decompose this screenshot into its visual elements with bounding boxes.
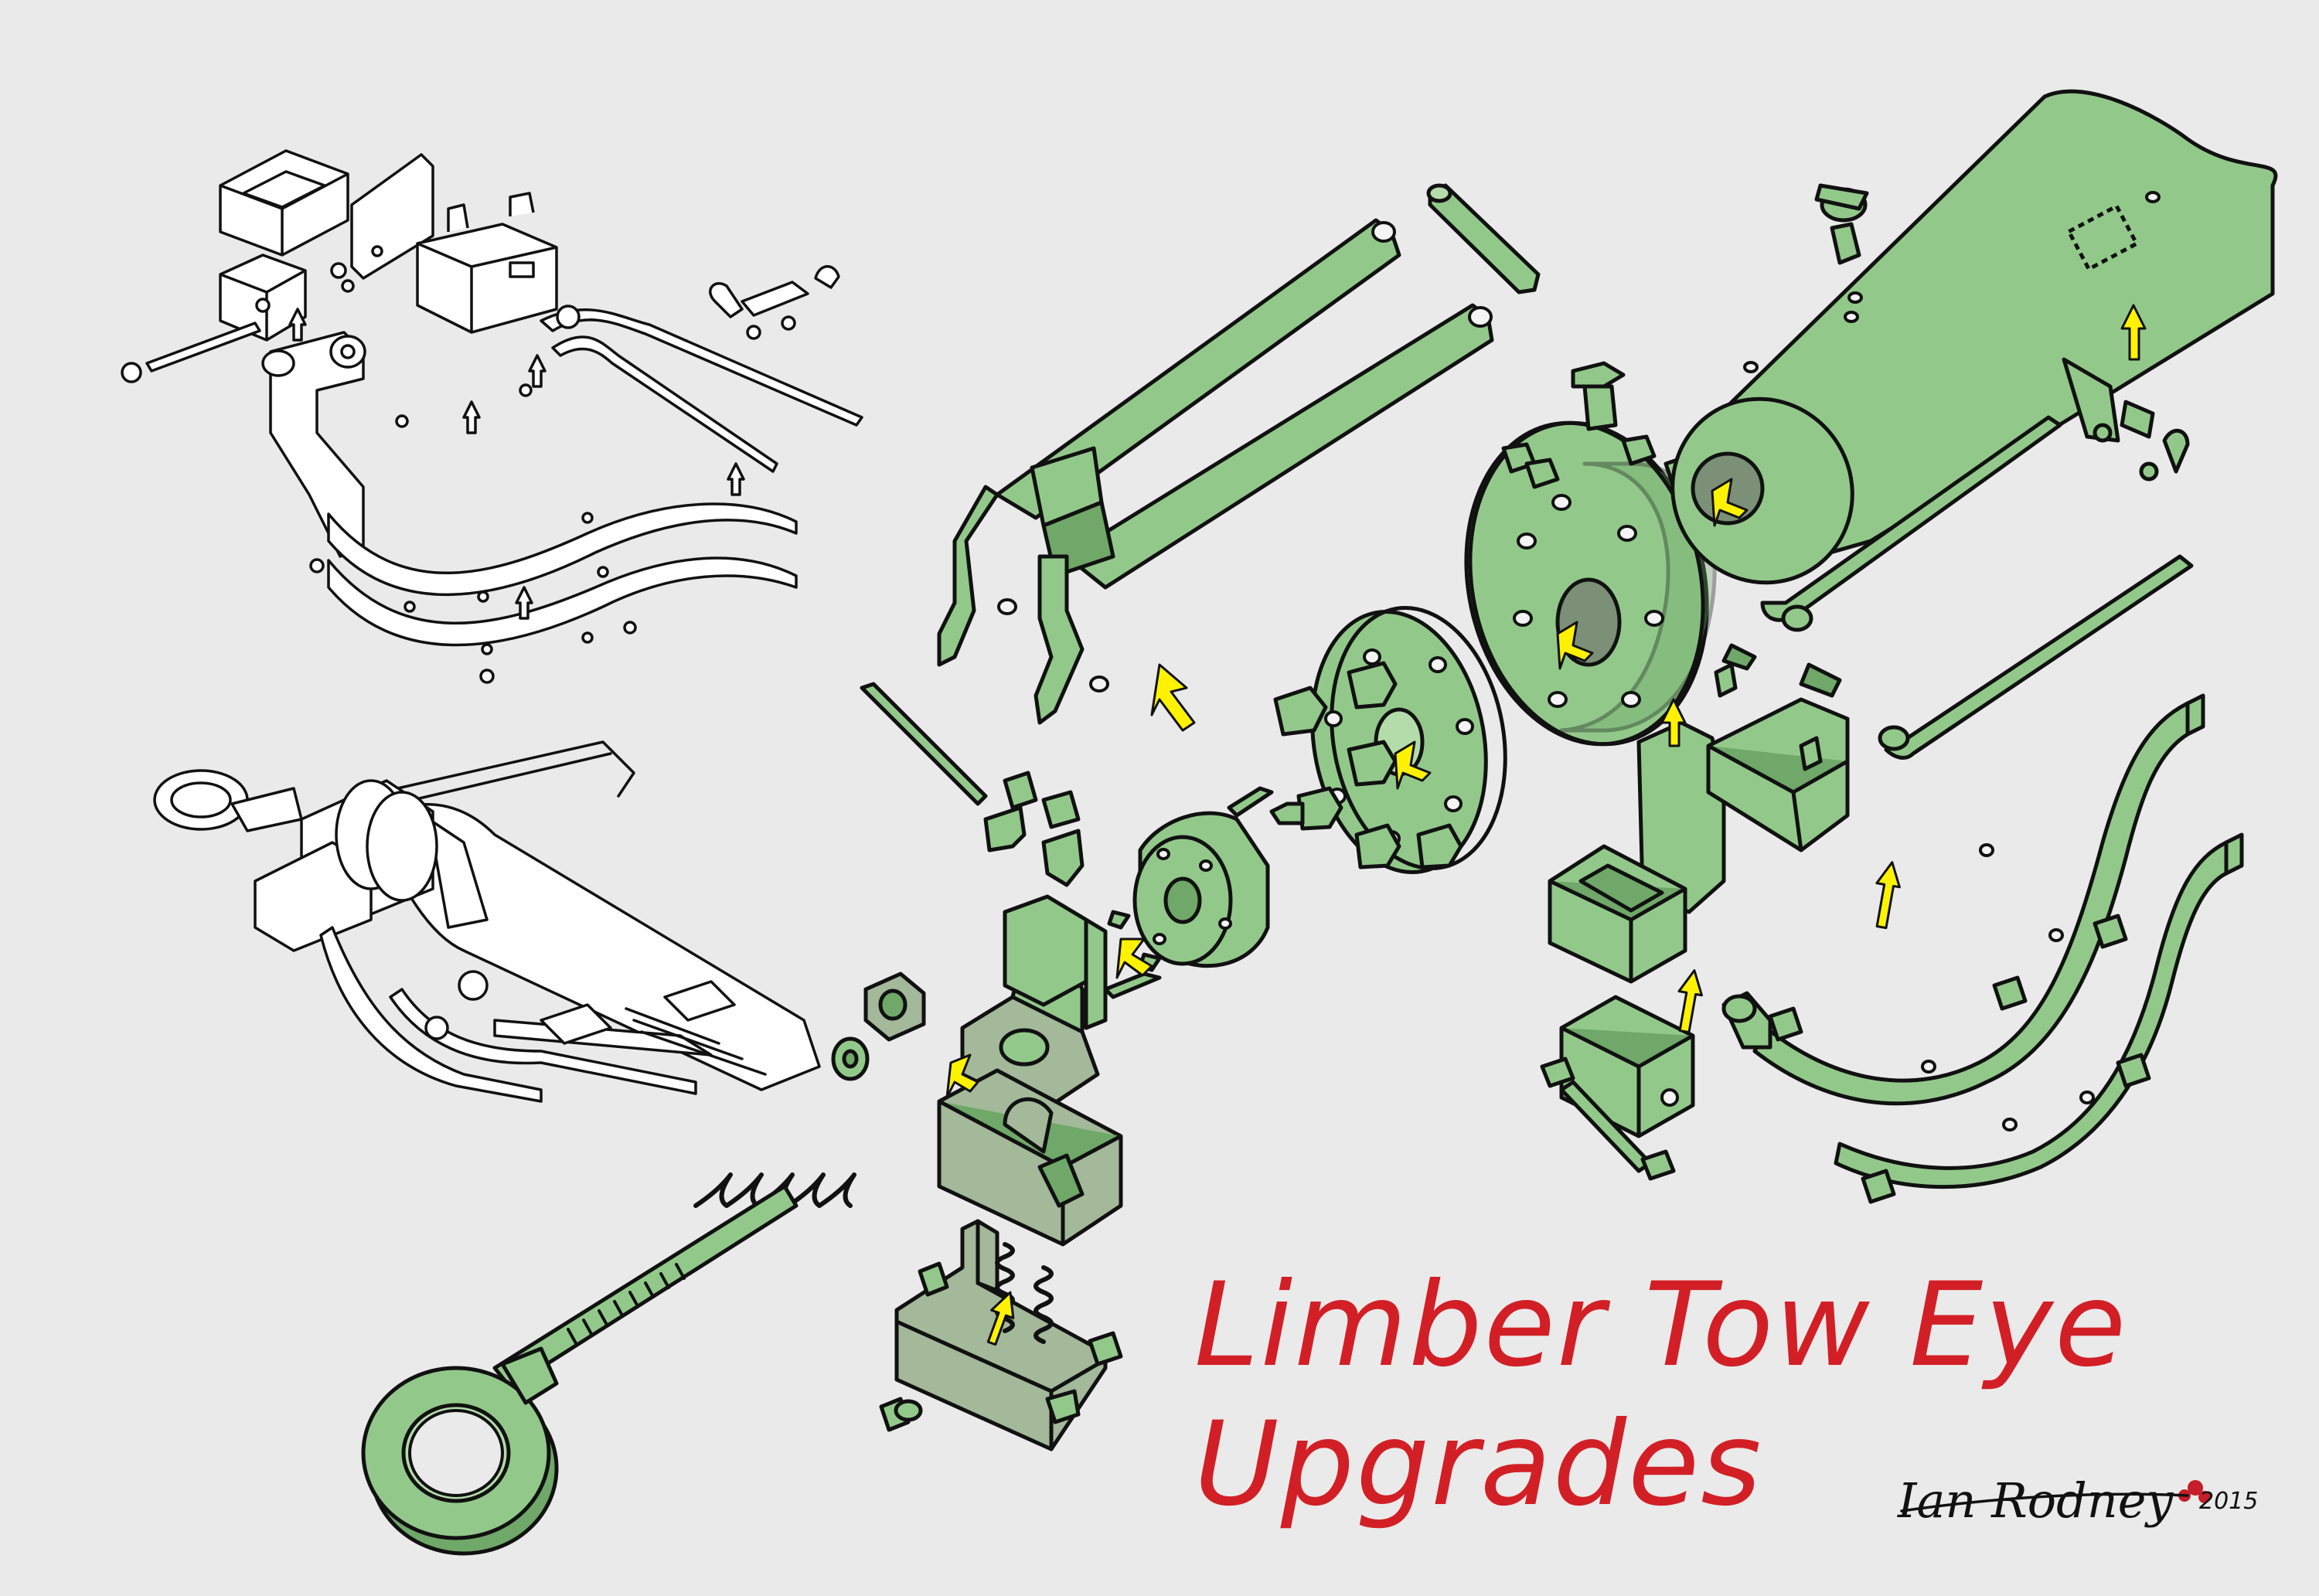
outline-arrow-icon	[462, 400, 481, 434]
a-frame-drawbar	[937, 218, 1494, 725]
clip-top	[2062, 357, 2120, 443]
yellow-block-arrow-icon	[1394, 740, 1432, 790]
thin-pin	[860, 682, 988, 806]
tow-eye-bolt	[361, 1184, 799, 1556]
pivot-pin	[1428, 183, 1541, 294]
hollow-block	[1548, 844, 1687, 984]
mount-bracket	[1706, 643, 1850, 852]
yellow-block-arrow-icon	[1556, 621, 1594, 670]
star-mark-icon	[2178, 1480, 2211, 1503]
diagram-title-line-2: Upgrades	[1194, 1397, 1763, 1532]
yellow-block-arrow-icon	[1875, 861, 1901, 930]
line-art-assembled-unit	[153, 740, 821, 1103]
artist-signature: Ian Rodney	[1898, 1472, 2174, 1529]
clamp-lower	[937, 1068, 1123, 1247]
yellow-block-arrow-icon	[2120, 304, 2147, 361]
u-bracket	[879, 1219, 1123, 1451]
main-coil-spring	[693, 1172, 856, 1208]
rod-lower	[1884, 554, 2194, 760]
leaf-springs	[1721, 693, 2244, 1204]
collar	[1132, 811, 1270, 968]
disc-bolts	[1103, 661, 1463, 999]
yellow-block-arrow-icon	[986, 1291, 1015, 1346]
outline-arrow-icon	[515, 586, 533, 620]
signature-year: 2015	[2199, 1488, 2259, 1515]
yellow-block-arrow-icon	[1150, 663, 1196, 732]
line-art-suspension-exploded	[121, 149, 863, 684]
assembly-arrows	[945, 304, 2147, 1346]
yellow-block-arrow-icon	[1115, 938, 1153, 979]
yellow-block-arrow-icon	[1660, 698, 1687, 747]
yellow-block-arrow-icon	[945, 1053, 979, 1099]
signature-underline	[1900, 1492, 2189, 1513]
outline-arrow-icon	[727, 462, 745, 496]
rod-upper	[1760, 415, 2062, 622]
flange-hub	[1464, 361, 1738, 747]
yellow-block-arrow-icon	[1711, 478, 1749, 527]
diagram-title-line-1: Limber Tow Eye	[1194, 1258, 2128, 1393]
outline-arrow-icon	[288, 308, 307, 342]
main-tube	[1670, 89, 2278, 585]
yellow-block-arrow-icon	[1677, 969, 1704, 1034]
solid-block	[1559, 995, 1695, 1138]
nut-and-washer	[831, 972, 926, 1081]
outline-arrow-icon	[528, 354, 547, 388]
